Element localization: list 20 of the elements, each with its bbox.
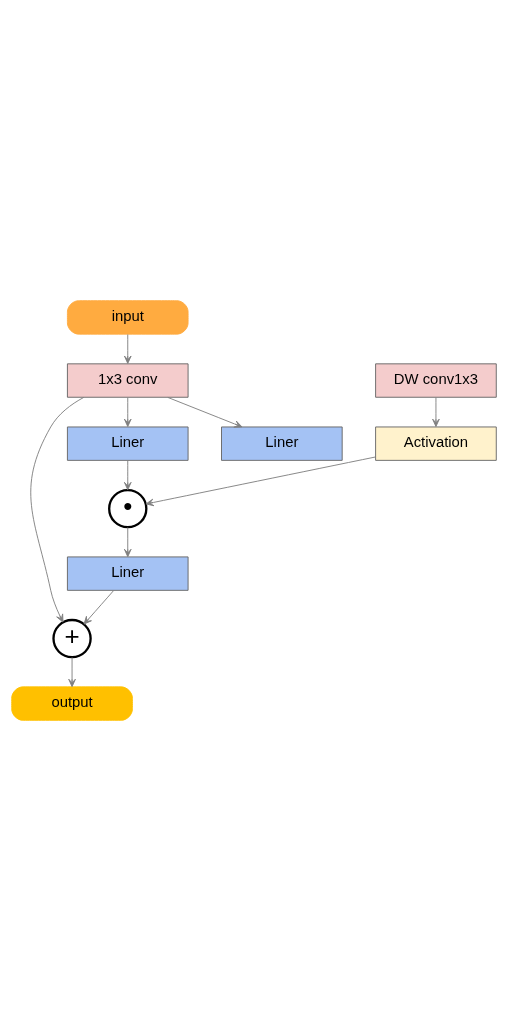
node-circle: • [108,488,148,529]
arrow [123,397,132,427]
node-circle: + [52,618,92,659]
arrow [30,396,85,623]
node-box: 1x3 conv [66,363,189,398]
node-box: Liner [221,426,343,461]
arrow [123,460,132,491]
arrow [123,334,132,364]
node-box: Activation [375,426,497,461]
arrow [123,527,132,558]
node-box: output [11,686,133,721]
arrow [83,590,115,625]
arrow [68,656,76,688]
node-box: Liner [66,426,189,461]
arrow [145,456,376,507]
node-box: DW conv1x3 [375,363,497,398]
arrow [167,396,243,428]
node-box: input [66,300,189,335]
arrow [432,397,440,427]
node-box: Liner [66,556,189,591]
